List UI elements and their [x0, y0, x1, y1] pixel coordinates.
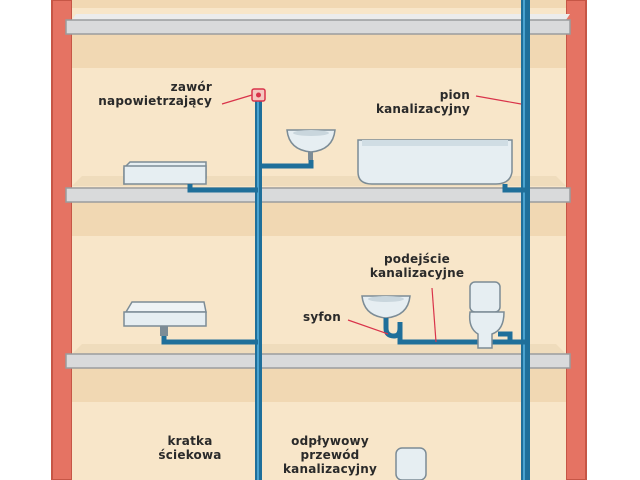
outlet-pipe-label: odpływowy przewód kanalizacyjny: [274, 434, 386, 476]
floor-slab-3: [65, 344, 571, 369]
bathtub-icon: [357, 139, 513, 185]
floor-drain-label-line: kratka: [167, 434, 213, 448]
connection-leader: [431, 287, 437, 343]
connection-label: podejście kanalizacyjne: [364, 252, 470, 280]
wall-shade-middle: [72, 202, 566, 236]
washbasin-upper-drain: [262, 160, 314, 169]
vent-valve-label-line: zawór: [170, 80, 212, 94]
sink-upper-drain: [187, 184, 258, 193]
trap-label-text: syfon: [303, 310, 341, 324]
stack-label-line: pion: [439, 88, 470, 102]
toilet-icon: [468, 281, 505, 349]
connection-label-line: kanalizacyjne: [369, 266, 465, 280]
floor-drain-label: kratka ściekowa: [148, 434, 232, 462]
outlet-pipe-label-line: przewód: [300, 448, 360, 462]
connection-label-line: podejście: [384, 252, 450, 266]
main-stack-pipe: [521, 0, 530, 480]
toilet-lower-icon: [395, 447, 427, 480]
toilet-drain: [498, 331, 525, 345]
washbasin-upper-icon: [286, 129, 336, 160]
right-wall: [565, 0, 587, 480]
outlet-pipe-label-line: odpływowy: [291, 434, 369, 448]
stack-label: pion kanalizacyjny: [360, 88, 470, 116]
outlet-pipe-label-line: kanalizacyjny: [282, 462, 378, 476]
left-wall: [51, 0, 73, 480]
vent-valve-icon: [251, 88, 266, 102]
vent-pipe: [255, 100, 262, 480]
bathtub-drain: [502, 184, 525, 193]
syphon-leader: [347, 319, 389, 335]
vent-valve-label-line: napowietrzający: [98, 94, 212, 108]
stack-label-line: kanalizacyjny: [375, 102, 470, 116]
floor-slab-1: [65, 14, 571, 35]
washbasin-middle-icon: [361, 295, 411, 319]
double-sink-drain: [161, 336, 258, 345]
wall-shade-lower: [72, 368, 566, 402]
vent-valve-label: zawór napowietrzający: [88, 80, 212, 108]
stack-leader: [475, 95, 522, 105]
vent-valve-leader: [221, 94, 253, 105]
wall-shade-top: [72, 0, 566, 8]
floor-drain-label-line: ściekowa: [158, 448, 222, 462]
double-sink-icon: [123, 301, 207, 336]
trap-label: syfon: [303, 310, 341, 324]
sink-upper-left-icon: [123, 161, 207, 185]
wall-shade-upper: [72, 34, 566, 68]
